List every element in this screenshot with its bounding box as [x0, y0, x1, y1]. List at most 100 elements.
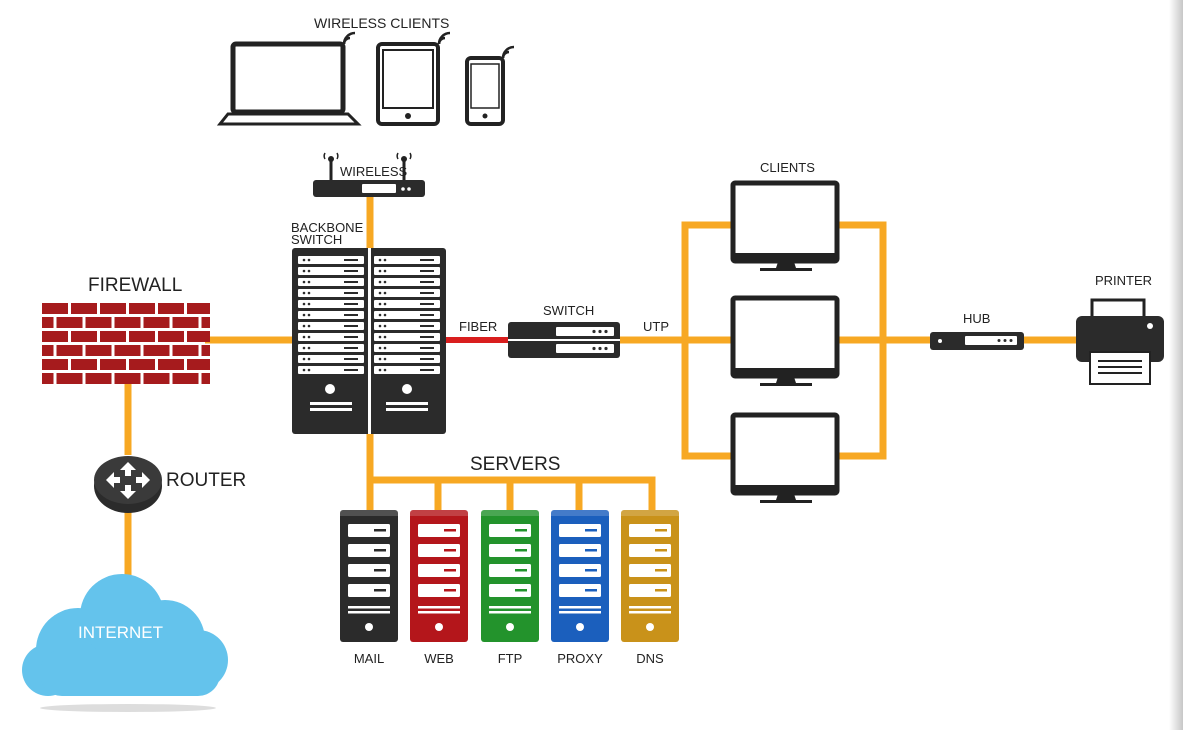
brick: [71, 331, 97, 342]
brick: [172, 317, 199, 328]
rack-slot: [374, 267, 440, 275]
rack-slot: [374, 289, 440, 297]
brick: [172, 345, 199, 356]
hub-label: HUB: [963, 311, 991, 326]
rack-slot: [298, 267, 364, 275]
brick: [85, 373, 112, 384]
wireless-label: WIRELESS: [340, 164, 408, 179]
brick: [100, 359, 126, 370]
server-web-icon: [410, 510, 468, 642]
rack-slot: [374, 333, 440, 341]
server-label-web: WEB: [424, 651, 454, 666]
rack-slot: [374, 256, 440, 264]
cloud-icon: [22, 574, 228, 712]
clients-label: CLIENTS: [760, 160, 815, 175]
brick: [143, 345, 170, 356]
brick: [71, 303, 97, 314]
rack-slot: [374, 344, 440, 352]
rack-slot: [374, 322, 440, 330]
backbone-switch-icon: [292, 248, 446, 434]
brick: [143, 373, 170, 384]
brick: [187, 359, 210, 370]
brick: [129, 303, 155, 314]
brick: [143, 317, 170, 328]
rack-slot: [298, 289, 364, 297]
server-label-proxy: PROXY: [557, 651, 603, 666]
rack-slot: [298, 311, 364, 319]
brick: [187, 303, 210, 314]
firewall-icon: [42, 303, 210, 384]
utp-label: UTP: [643, 319, 669, 334]
connections: [124, 196, 1078, 585]
brick: [201, 373, 210, 384]
brick: [158, 359, 184, 370]
hub-icon: [930, 332, 1024, 350]
brick: [129, 359, 155, 370]
servers-label: SERVERS: [470, 454, 561, 475]
wireless-clients-label: WIRELESS CLIENTS: [314, 15, 450, 31]
brick: [85, 345, 112, 356]
server-mail-icon: [340, 510, 398, 642]
printer-label: PRINTER: [1095, 273, 1153, 288]
server-label-mail: MAIL: [353, 651, 385, 666]
wifi-signal-icon: [501, 45, 515, 59]
rack-slot: [374, 300, 440, 308]
rack-slot: [374, 366, 440, 374]
router-icon: [94, 456, 162, 513]
rack-slot: [298, 256, 364, 264]
brick: [42, 303, 68, 314]
brick: [172, 373, 199, 384]
brick: [85, 317, 112, 328]
brick: [100, 303, 126, 314]
rack-slot: [298, 366, 364, 374]
brick: [42, 345, 54, 356]
server-label-dns: DNS: [636, 651, 664, 666]
wifi-signal-icon: [342, 31, 356, 45]
rack-slot: [298, 300, 364, 308]
brick: [201, 345, 210, 356]
brick: [114, 373, 141, 384]
monitor-icon: [730, 180, 840, 271]
link-server-bus: [370, 476, 656, 512]
brick: [100, 331, 126, 342]
internet-label: INTERNET: [78, 623, 163, 642]
server-label-ftp: FTP: [497, 651, 523, 666]
brick: [42, 359, 68, 370]
brick: [114, 317, 141, 328]
brick: [129, 331, 155, 342]
rack-slot: [298, 322, 364, 330]
page-edge-shadow: [1169, 0, 1183, 730]
monitor-icon: [730, 412, 840, 503]
switch-icon: [508, 322, 620, 358]
printer-icon: [1076, 298, 1164, 385]
brick: [187, 331, 210, 342]
brick: [42, 317, 54, 328]
monitor-icon: [730, 295, 840, 386]
firewall-label: FIREWALL: [88, 275, 183, 296]
server-dns-icon: [621, 510, 679, 642]
phone-icon: [465, 56, 505, 126]
wifi-signal-icon: [437, 31, 451, 45]
laptop-icon: [216, 41, 362, 126]
rack-slot: [298, 355, 364, 363]
brick: [158, 303, 184, 314]
rack-slot: [374, 355, 440, 363]
backbone-switch-label-line2: SWITCH: [291, 232, 343, 247]
brick: [56, 373, 83, 384]
server-rack: [340, 510, 679, 642]
brick: [114, 345, 141, 356]
rack-slot: [298, 333, 364, 341]
brick: [201, 317, 210, 328]
rack-slot: [374, 311, 440, 319]
brick: [158, 331, 184, 342]
brick: [56, 317, 83, 328]
switch-label: SWITCH: [543, 303, 595, 318]
rack-slot: [374, 278, 440, 286]
fiber-label: FIBER: [459, 319, 498, 334]
server-ftp-icon: [481, 510, 539, 642]
brick: [71, 359, 97, 370]
wireless-router-icon: [313, 152, 425, 197]
rack-slot: [298, 344, 364, 352]
brick: [42, 373, 54, 384]
